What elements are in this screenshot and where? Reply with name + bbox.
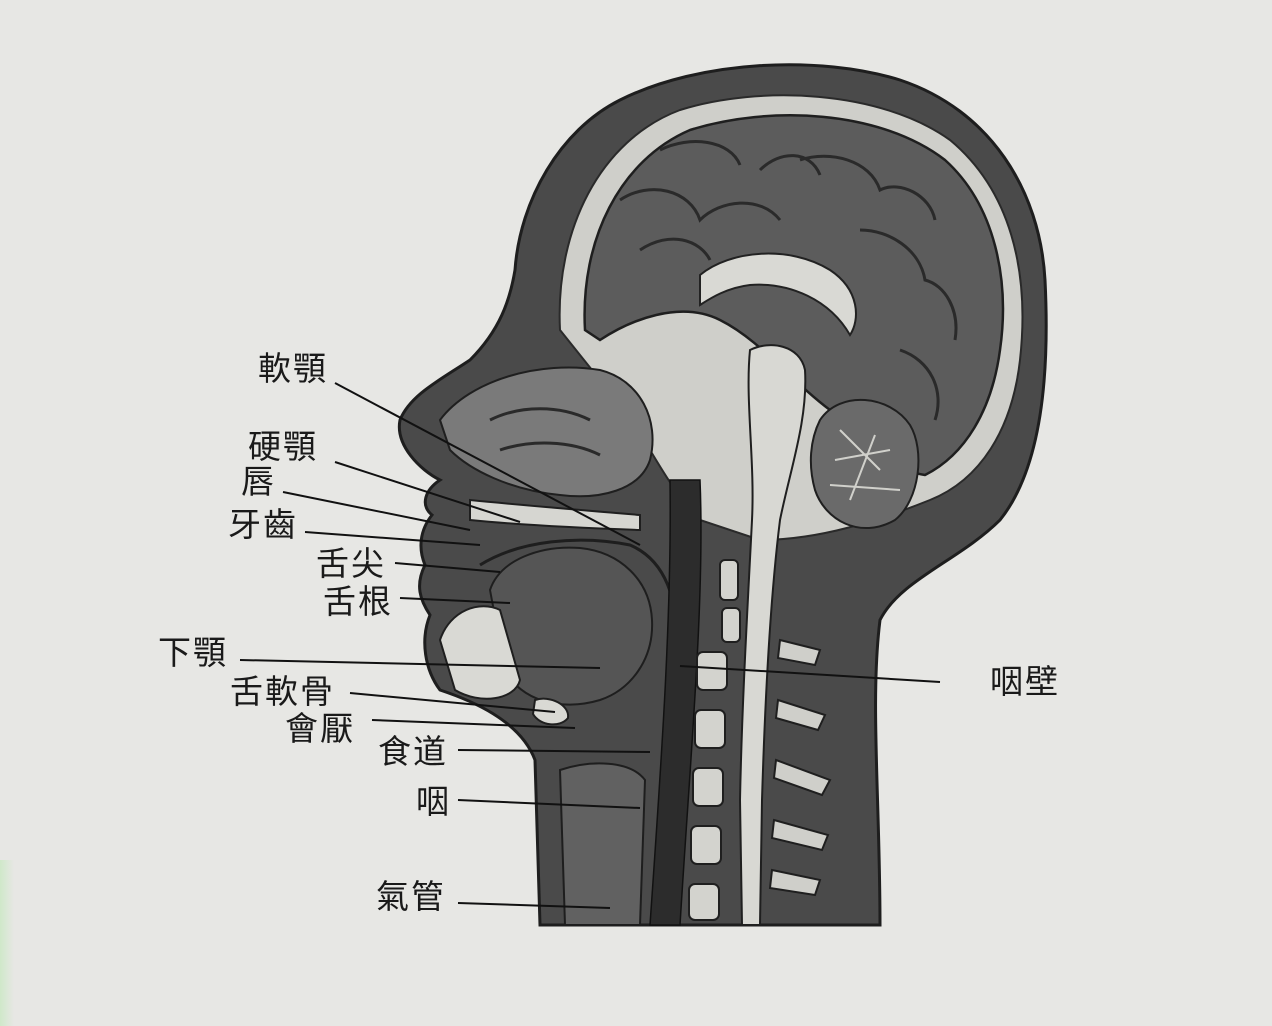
- label-hyoid: 舌軟骨: [230, 675, 335, 708]
- label-teeth: 牙齒: [228, 508, 298, 541]
- label-tongue-root: 舌根: [323, 585, 393, 618]
- label-esophagus: 食道: [378, 735, 448, 768]
- label-soft-palate: 軟顎: [258, 352, 328, 385]
- label-lip: 唇: [241, 465, 276, 498]
- label-pharyngeal-wall: 咽壁: [990, 665, 1060, 698]
- label-pharynx: 咽: [416, 785, 451, 818]
- label-epiglottis: 會厭: [285, 712, 355, 745]
- label-trachea: 氣管: [376, 880, 446, 913]
- label-hard-palate: 硬顎: [248, 430, 318, 463]
- label-tongue-tip: 舌尖: [316, 547, 386, 580]
- left-edge-tint: [0, 860, 14, 1026]
- label-lower-jaw: 下顎: [158, 636, 228, 669]
- trachea-tube: [560, 763, 645, 925]
